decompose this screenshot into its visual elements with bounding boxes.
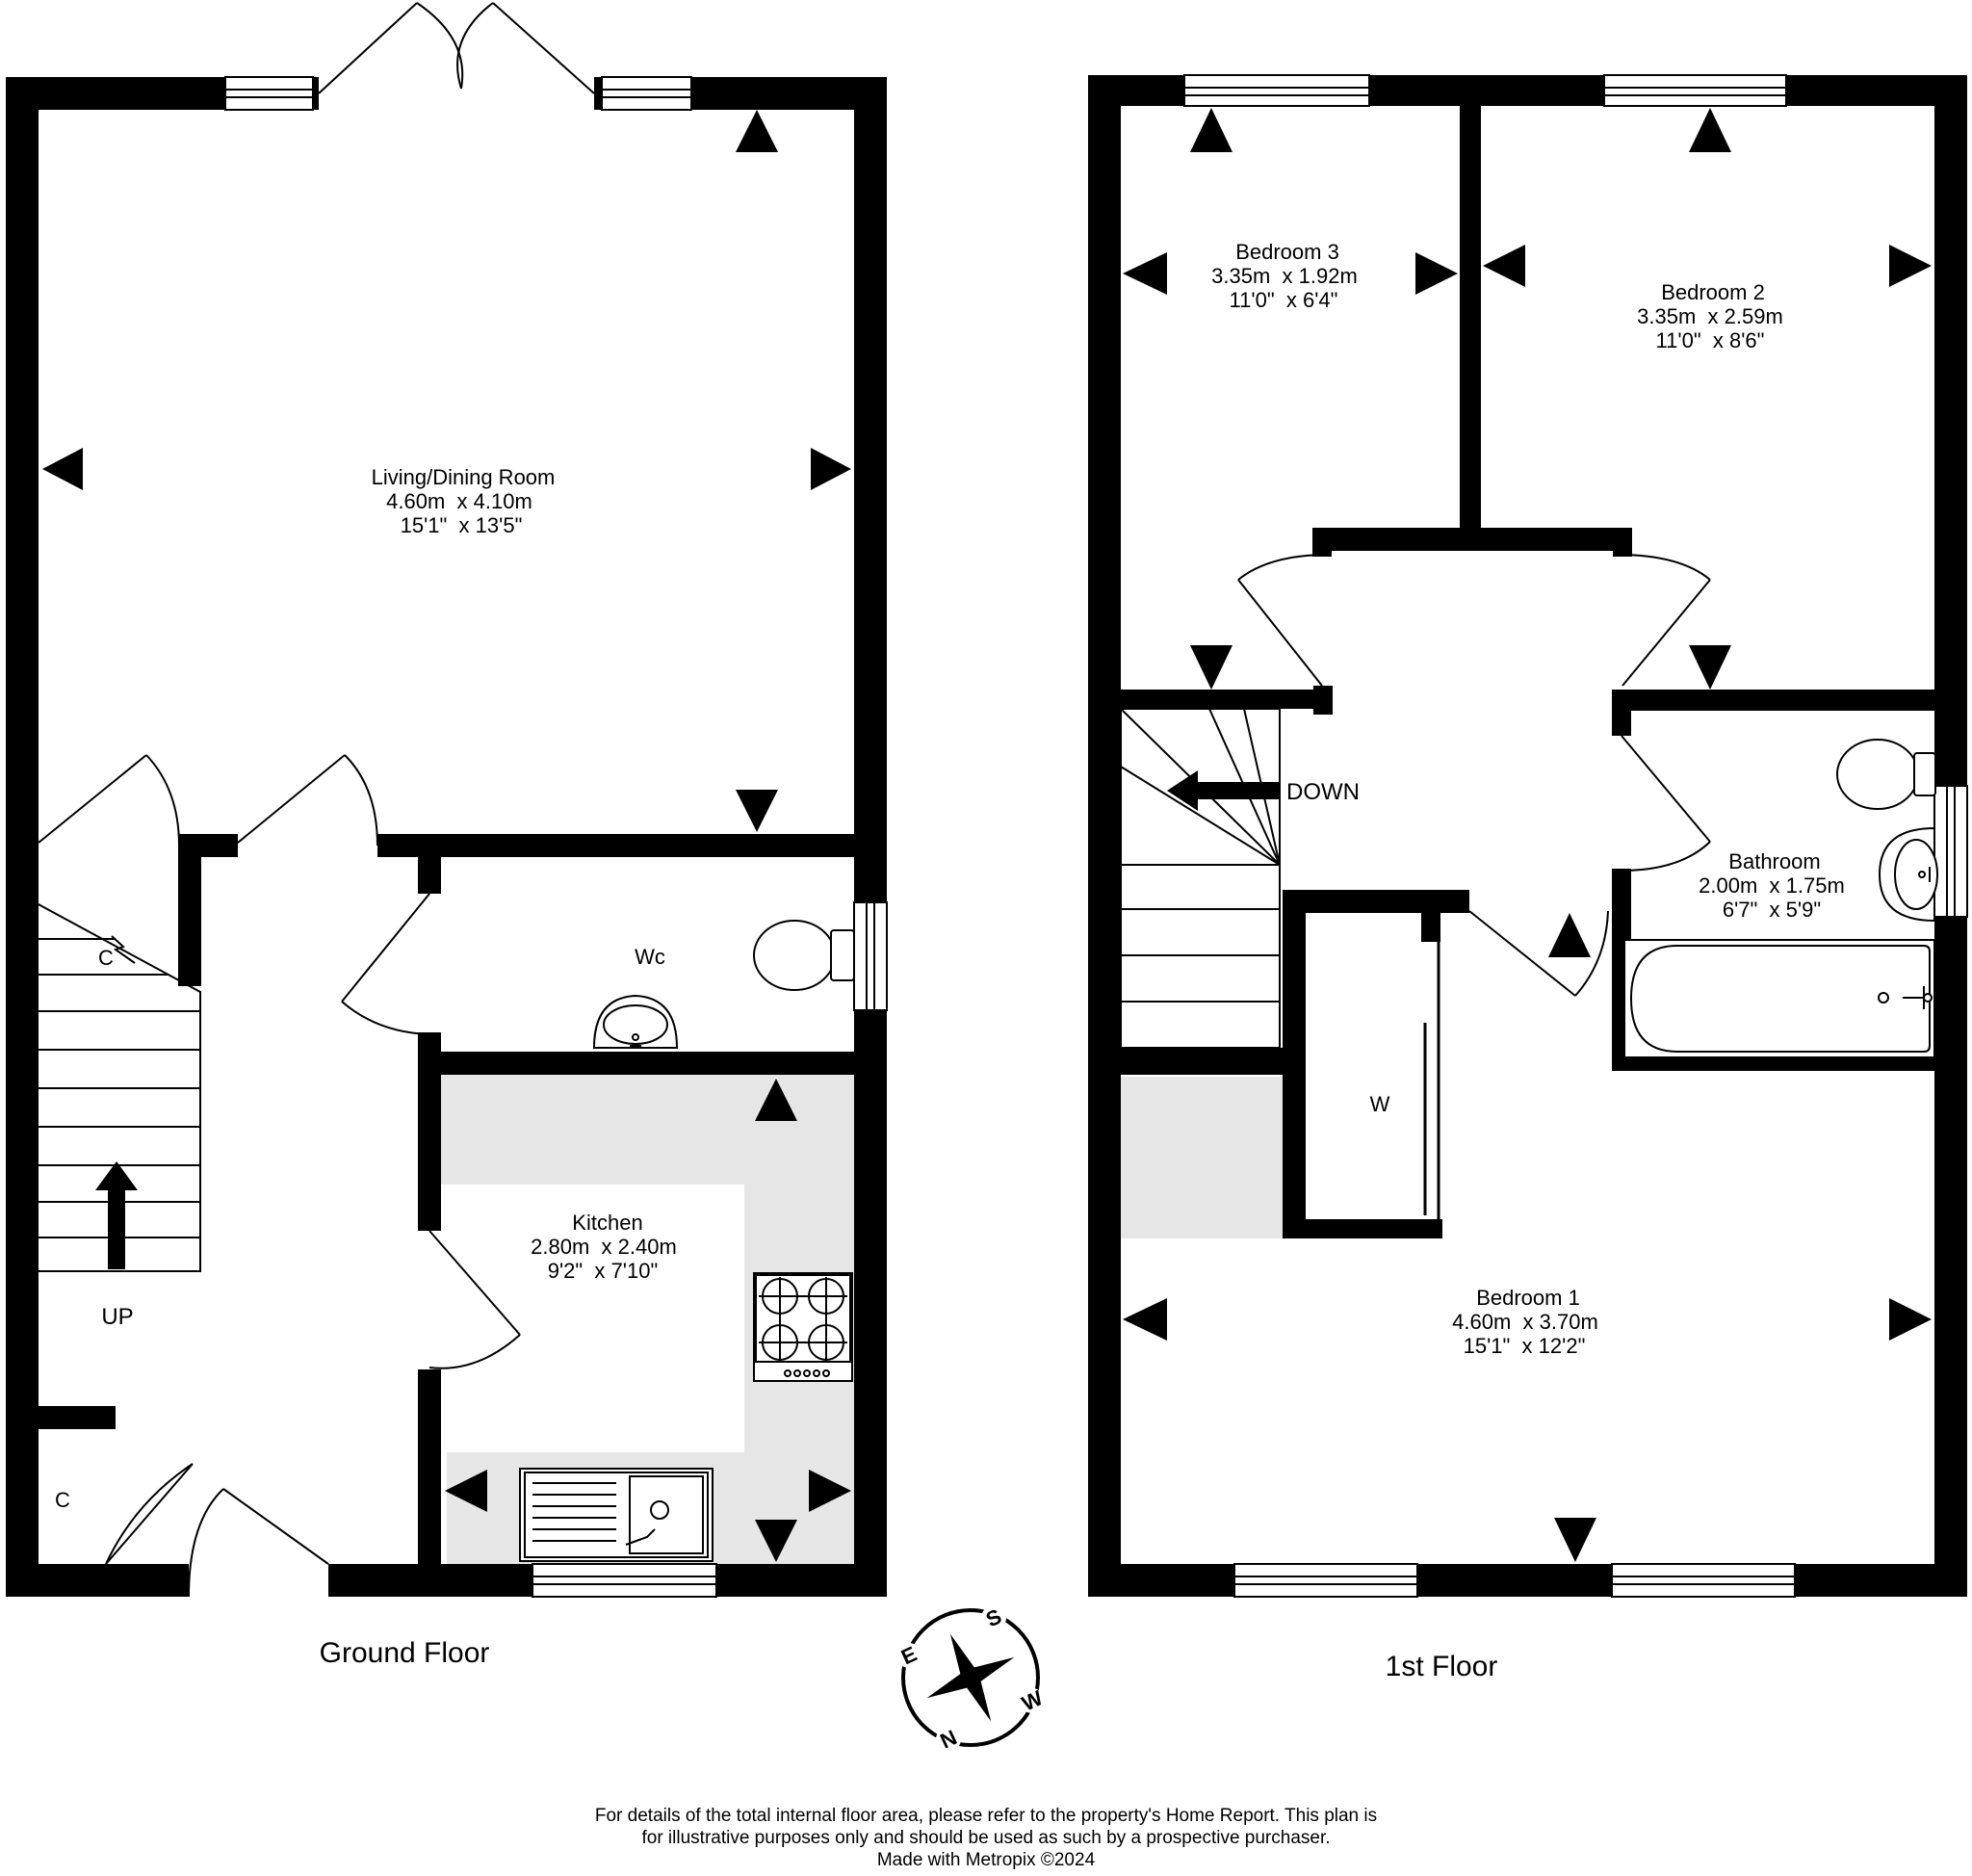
bathtub (1623, 939, 1935, 1058)
ground-floor-walls (6, 77, 887, 1597)
bedroom1-metric: 4.60m x 3.70m (1452, 1310, 1598, 1334)
bedroom3-name: Bedroom 3 (1235, 240, 1339, 264)
stairs-down-arrow (1167, 770, 1279, 811)
bedroom3-window (1183, 74, 1370, 107)
living-window-right (601, 76, 692, 111)
living-room-imperial: 15'1" x 13'5" (401, 513, 523, 537)
cupboard-label-upper: C (98, 946, 114, 970)
bedroom2-imperial: 11'0" x 8'6" (1656, 328, 1765, 352)
first-floor-doors (1237, 554, 1711, 997)
kitchen-name: Kitchen (572, 1211, 642, 1235)
kitchen-sink (519, 1468, 714, 1562)
bedroom2-window (1603, 74, 1787, 107)
stairs-down-label: DOWN (1286, 779, 1360, 805)
kitchen-metric: 2.80m x 2.40m (531, 1235, 677, 1259)
first-floor-dimension-arrows (1123, 108, 1932, 1562)
wc-basin (592, 994, 679, 1049)
living-room-metric: 4.60m x 4.10m (386, 489, 532, 513)
first-floor-plan (1088, 74, 1968, 1598)
compass-north-label: N (937, 1725, 961, 1753)
bedroom1-window-right (1611, 1563, 1796, 1598)
compass-gaps (896, 1605, 1045, 1752)
ground-dimension-arrows (42, 110, 851, 1562)
wardrobe-label: W (1370, 1092, 1390, 1116)
cupboard-label-lower: C (55, 1488, 70, 1512)
bedroom1-imperial: 15'1" x 12'2" (1464, 1334, 1586, 1358)
first-floor-title: 1st Floor (1386, 1651, 1498, 1682)
bathroom-metric: 2.00m x 1.75m (1699, 873, 1845, 898)
disclaimer-line-3: Made with Metropix ©2024 (876, 1850, 1096, 1870)
bedroom3-metric: 3.35m x 1.92m (1211, 264, 1358, 288)
bathroom-toilet (1836, 739, 1936, 810)
wc-name: Wc (635, 945, 665, 969)
ground-floor-plan (6, 2, 888, 1598)
compass-west-label: W (1018, 1685, 1047, 1716)
bedroom3-imperial: 11'0" x 6'4" (1230, 288, 1338, 312)
bathroom-name: Bathroom (1728, 849, 1820, 873)
living-room-name: Living/Dining Room (372, 465, 556, 489)
first-floor-walls (1088, 75, 1967, 1597)
wardrobe (1423, 938, 1440, 1219)
wc-window (853, 901, 888, 1011)
disclaimer: For details of the total internal floor … (505, 1805, 1467, 1871)
bedroom2-metric: 3.35m x 2.59m (1637, 304, 1783, 328)
kitchen-imperial: 9'2" x 7'10" (548, 1259, 659, 1283)
ground-stairs (36, 902, 201, 1272)
wc-toilet (753, 920, 855, 991)
ground-doors (38, 754, 521, 1598)
disclaimer-line-1: For details of the total internal floor … (594, 1806, 1378, 1826)
bedroom2-name: Bedroom 2 (1661, 280, 1765, 304)
living-window-left (224, 76, 314, 111)
stairs-up-label: UP (101, 1304, 133, 1330)
stairs-up-arrow (95, 1161, 138, 1269)
bathroom-imperial: 6'7" x 5'9" (1723, 898, 1821, 922)
compass-star-icon (926, 1633, 1015, 1722)
bathroom-window (1933, 785, 1968, 918)
first-floor-stairs (1120, 708, 1281, 1049)
kitchen-hob (753, 1272, 853, 1382)
french-doors (318, 2, 595, 94)
room-labels: Living/Dining Room 4.60m x 4.10m 15'1" x… (55, 240, 1845, 1682)
bathroom-basin (1878, 826, 1938, 923)
bedroom1-name: Bedroom 1 (1476, 1286, 1580, 1310)
landing-void (1121, 1077, 1283, 1238)
compass: S W N E (896, 1604, 1047, 1754)
disclaimer-line-2: for illustrative purposes only and shoul… (641, 1828, 1331, 1848)
kitchen-worktop (441, 1074, 855, 1565)
ground-floor-title: Ground Floor (320, 1637, 490, 1669)
bedroom1-window-left (1233, 1563, 1418, 1598)
kitchen-window (532, 1563, 717, 1598)
